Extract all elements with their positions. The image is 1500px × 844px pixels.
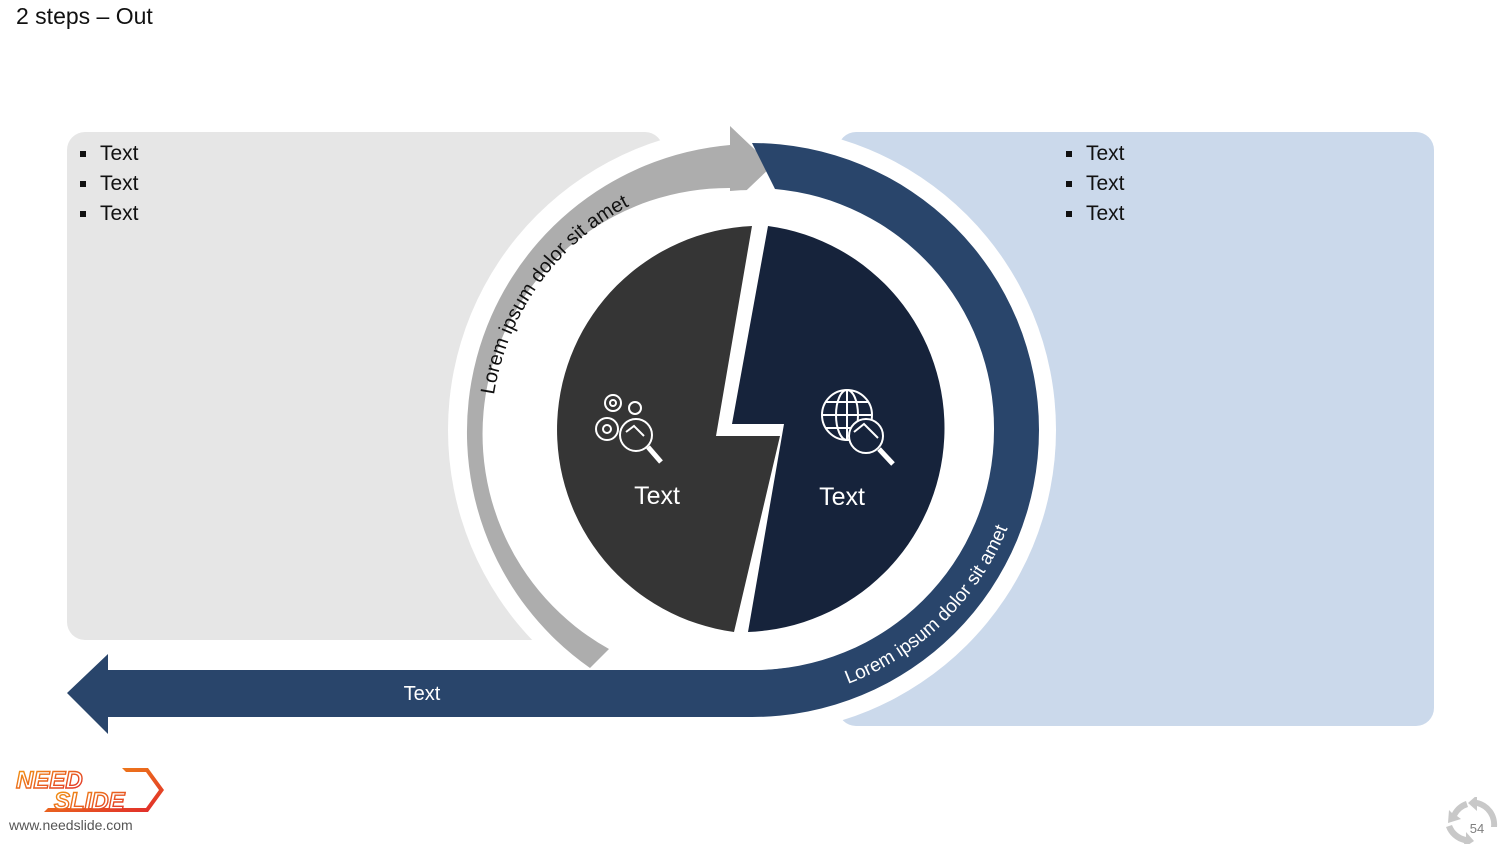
page-number: 54 <box>1469 821 1485 836</box>
left-bullet-1: Text <box>68 139 139 169</box>
left-bullet-3: Text <box>68 199 139 229</box>
left-panel-bullet-list: Text Text Text <box>68 139 139 229</box>
right-bullet-1: Text <box>1054 139 1125 169</box>
logo-line2: SLIDE <box>54 788 126 814</box>
gray-arc-arrow <box>466 126 772 668</box>
page-badge-icon <box>1446 797 1498 844</box>
right-bullet-2: Text <box>1054 169 1125 199</box>
slide-title: 2 steps – Out <box>16 3 153 29</box>
logo-line1: NEED <box>16 767 83 794</box>
center-left-half <box>557 226 780 632</box>
out-arrow-label: Text <box>404 683 441 705</box>
globe-magnifier-icon <box>821 389 895 466</box>
left-bullet-2: Text <box>68 169 139 199</box>
center-left-label: Text <box>634 482 680 510</box>
center-right-label: Text <box>819 483 865 511</box>
right-bullet-3: Text <box>1054 199 1125 229</box>
footer-url: www.needslide.com <box>9 817 133 833</box>
gears-magnifier-icon <box>595 394 663 464</box>
badge-cycle-ring <box>1446 797 1498 844</box>
needslide-logo: NEED SLIDE <box>15 766 164 814</box>
right-panel-bullet-list: Text Text Text <box>1054 139 1125 229</box>
blue-out-arrow <box>67 143 1039 734</box>
